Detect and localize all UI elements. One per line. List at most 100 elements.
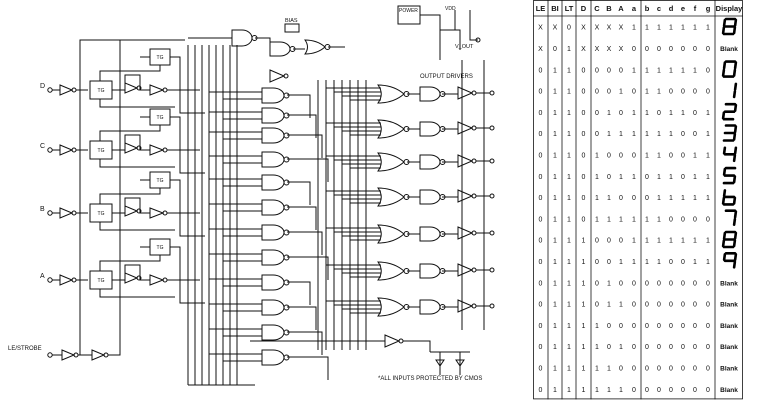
truth-table-cell: 1 <box>619 259 623 266</box>
inverter <box>124 272 142 284</box>
wire <box>287 256 329 280</box>
nand-gate <box>269 41 296 57</box>
truth-table-cell: 1 <box>657 259 661 266</box>
truth-table-cell: 1 <box>645 259 649 266</box>
truth-table-cell: 1 <box>582 344 586 351</box>
nand-gate <box>419 189 446 205</box>
truth-table-cell: 0 <box>607 174 611 181</box>
truth-table-cell: 1 <box>669 174 673 181</box>
truth-table-cell: 0 <box>582 89 586 96</box>
wire <box>140 56 181 90</box>
truth-table-cell: 1 <box>706 110 710 117</box>
wire <box>287 114 317 138</box>
truth-table-cell: 0 <box>582 174 586 181</box>
truth-table-cell: 0 <box>657 46 661 53</box>
truth-table-cell: 0 <box>645 344 649 351</box>
truth-table-cell: 0 <box>582 110 586 117</box>
nand-gate <box>261 224 290 241</box>
segment-c <box>732 154 737 163</box>
truth-table-cell: 0 <box>669 259 673 266</box>
truth-table-cell: 0 <box>669 323 673 330</box>
seven-segment-digit <box>721 60 738 78</box>
wire <box>287 181 311 205</box>
nand-gate <box>261 274 290 291</box>
wire <box>99 222 175 231</box>
truth-table-cell: 0 <box>539 280 543 287</box>
inverter <box>457 226 477 240</box>
truth-table-cell: 0 <box>706 89 710 96</box>
wire <box>99 65 161 81</box>
seven-segment-digit <box>722 166 737 185</box>
wire <box>99 99 175 108</box>
truth-table-cell: 1 <box>632 110 636 117</box>
truth-table-cell: 1 <box>607 387 611 394</box>
truth-table-cell: 1 <box>657 89 661 96</box>
truth-table-header: D <box>581 4 587 13</box>
truth-table-header: A <box>618 4 624 13</box>
wire <box>209 178 262 187</box>
truth-table-cell: 0 <box>706 302 710 309</box>
nand-gate <box>419 154 446 170</box>
inverter <box>124 205 142 217</box>
inverter <box>457 121 477 135</box>
vout-pin <box>475 37 481 43</box>
truth-table-cell: 0 <box>595 67 599 74</box>
truth-table-cell: 0 <box>706 280 710 287</box>
nor-gate <box>304 39 331 55</box>
truth-table-cell: 1 <box>645 216 649 223</box>
wire <box>179 90 205 114</box>
truth-table-cell: 0 <box>645 365 649 372</box>
truth-table-cell: 0 <box>619 152 623 159</box>
wire <box>209 278 262 287</box>
inverter <box>149 274 168 286</box>
truth-table-cell: 0 <box>693 46 697 53</box>
input-pin <box>47 147 53 153</box>
truth-table-header: c <box>657 4 661 13</box>
truth-table-cell: 1 <box>619 174 623 181</box>
truth-table-cell: 1 <box>567 280 571 287</box>
truth-table-cell: 1 <box>657 131 661 138</box>
truth-table-cell: 1 <box>645 152 649 159</box>
truth-table-cell: 0 <box>632 152 636 159</box>
truth-table-cell: 1 <box>607 195 611 202</box>
segment-f <box>722 231 727 240</box>
truth-table-header: LT <box>565 4 574 13</box>
wire <box>442 232 490 235</box>
truth-table-cell: 1 <box>553 344 557 351</box>
truth-table-header: a <box>632 4 637 13</box>
wire <box>99 125 161 141</box>
vout-label: V_OUT <box>455 44 474 50</box>
truth-table-cell: 0 <box>632 323 636 330</box>
truth-table-cell: 0 <box>539 110 543 117</box>
truth-table-cell: X <box>553 25 558 32</box>
truth-table-cell: 1 <box>657 152 661 159</box>
inverter <box>59 274 77 286</box>
inverter <box>91 349 109 361</box>
wire <box>179 280 205 304</box>
truth-table-cell: 0 <box>693 89 697 96</box>
truth-table-cell: 1 <box>657 67 661 74</box>
truth-table-cell: 0 <box>645 195 649 202</box>
truth-table-cell: 0 <box>681 259 685 266</box>
truth-table-cell: 1 <box>693 259 697 266</box>
truth-table-cell: 0 <box>657 344 661 351</box>
display-blank-label: Blank <box>720 46 738 53</box>
truth-table-cell: 1 <box>645 67 649 74</box>
truth-table-cell: 1 <box>553 152 557 159</box>
truth-table-cell: 0 <box>539 387 543 394</box>
wire <box>209 253 262 262</box>
truth-table-cell: 1 <box>619 302 623 309</box>
truth-table-cell: 0 <box>657 323 661 330</box>
truth-table-cell: 1 <box>645 89 649 96</box>
protection-diode <box>455 359 465 367</box>
svg-text:TG: TG <box>98 148 105 154</box>
output-pin <box>489 193 495 199</box>
truth-table-cell: 1 <box>582 280 586 287</box>
truth-table-cell: 0 <box>693 216 697 223</box>
segment-c <box>732 239 737 248</box>
segment-c <box>732 26 737 35</box>
segment-e <box>721 239 726 248</box>
segment-f <box>722 189 727 198</box>
seven-segment-digit <box>721 230 738 249</box>
